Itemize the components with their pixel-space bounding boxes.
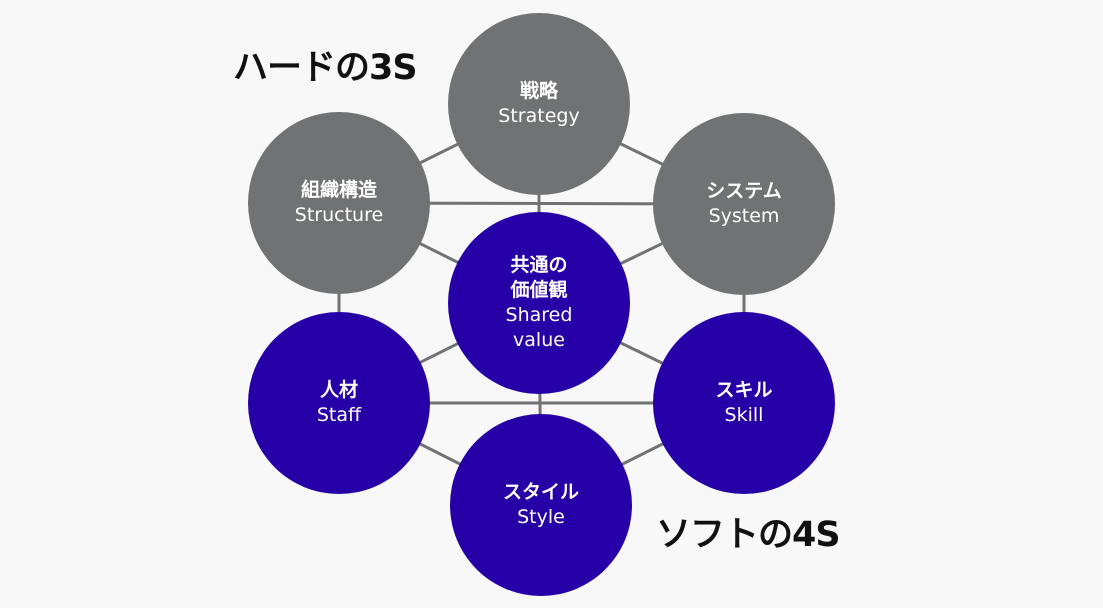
node-strategy-jp: 戦略 — [519, 80, 558, 102]
node-strategy: 戦略 Strategy — [448, 13, 630, 195]
node-shared-value-jp: 共通の 価値観 — [510, 254, 568, 301]
node-staff-en: Staff — [316, 404, 362, 426]
node-style-jp: スタイル — [502, 481, 579, 503]
node-staff-jp: 人材 — [319, 379, 358, 401]
node-shared-value-en: Shared value — [505, 304, 573, 351]
node-strategy-en: Strategy — [498, 105, 580, 127]
node-structure-jp: 組織構造 — [300, 179, 377, 201]
node-system-jp: システム — [706, 180, 782, 202]
node-structure-en: Structure — [294, 204, 384, 226]
node-staff: 人材 Staff — [248, 312, 430, 494]
node-skill-en: Skill — [724, 404, 764, 426]
node-structure: 組織構造 Structure — [248, 112, 430, 294]
node-skill-jp: スキル — [715, 379, 773, 401]
node-skill: スキル Skill — [653, 312, 835, 494]
node-system-en: System — [708, 205, 780, 227]
soft-4s-label: ソフトの4S — [656, 515, 841, 555]
node-system: システム System — [653, 113, 835, 295]
node-style-en: Style — [517, 506, 565, 528]
node-shared-value: 共通の 価値観 Shared value — [448, 212, 630, 394]
hard-3s-label: ハードの3S — [233, 48, 418, 88]
node-style: スタイル Style — [450, 414, 632, 596]
